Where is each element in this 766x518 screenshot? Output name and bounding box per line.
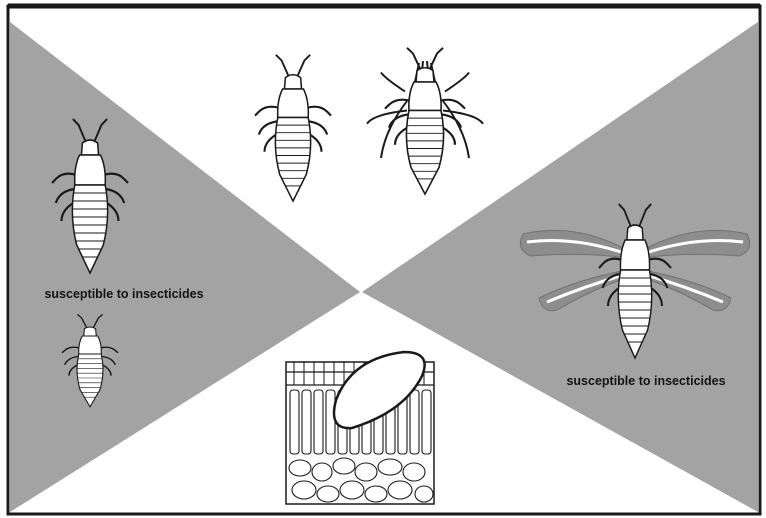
right-susceptibility-label: susceptible to insecticides: [566, 374, 725, 388]
egg-in-leaf-tissue-illustration: [286, 352, 434, 504]
left-susceptibility-label: susceptible to insecticides: [44, 287, 203, 301]
